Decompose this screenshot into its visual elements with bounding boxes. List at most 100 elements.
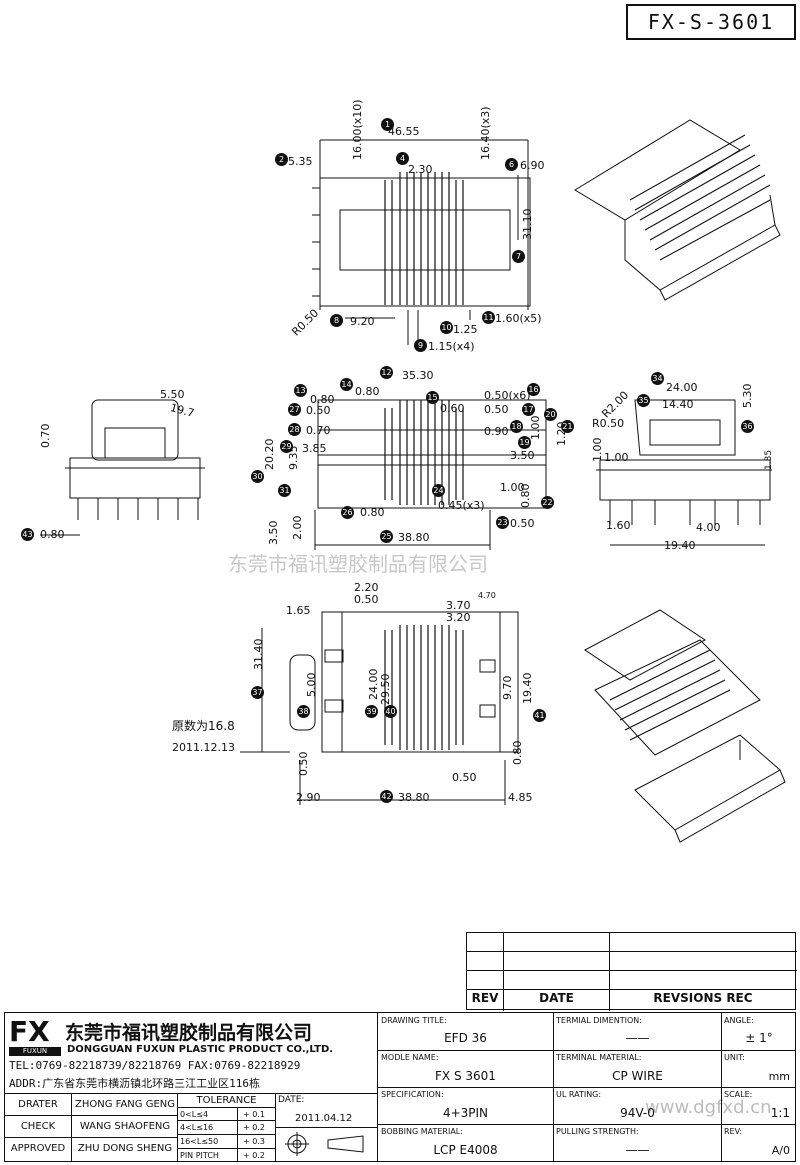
callout-43: 43 bbox=[21, 528, 34, 541]
callout-29: 29 bbox=[280, 440, 293, 453]
terminal-material-label: TERMINAL MATERIAL: bbox=[556, 1053, 642, 1062]
scale-label: SCALE: bbox=[724, 1090, 753, 1099]
rev-value: A/0 bbox=[771, 1144, 790, 1157]
dim-top-height: 31.10 bbox=[521, 208, 534, 241]
callout-8: 8 bbox=[330, 314, 343, 327]
callout-37: 37 bbox=[251, 686, 264, 699]
dim-mid-3-85: 3.85 bbox=[302, 442, 327, 455]
unit-value: mm bbox=[768, 1070, 790, 1083]
rev-label: REV: bbox=[724, 1127, 743, 1136]
role-drater: DRATER bbox=[18, 1099, 58, 1110]
dim-bot-19-40: 19.40 bbox=[521, 672, 534, 705]
specification-value: 4+3PIN bbox=[442, 1106, 489, 1120]
dim-right-19-40: 19.40 bbox=[664, 539, 696, 552]
dim-bot-38-80: 38.80 bbox=[398, 791, 430, 804]
specification-label: SPECIFICATION: bbox=[381, 1090, 444, 1099]
dim-mid-0-50c: 0.50 bbox=[510, 517, 535, 530]
scale-value: 1:1 bbox=[770, 1106, 790, 1120]
dim-bot-2-20: 2.20 bbox=[354, 581, 379, 594]
dim-mid-2-00: 2.00 bbox=[291, 515, 304, 541]
date-header: DATE bbox=[539, 991, 574, 1005]
company-name-en: DONGGUAN FUXUN PLASTIC PRODUCT CO.,LTD. bbox=[67, 1044, 334, 1055]
dim-top-left: 5.35 bbox=[288, 155, 313, 168]
dim-fin-gap: 2.30 bbox=[408, 163, 433, 176]
watermark-text: 东莞市福讯塑胶制品有限公司 bbox=[228, 552, 488, 576]
drawing-number: FX-S-3601 bbox=[626, 4, 796, 40]
model-name-label: MODLE NAME: bbox=[381, 1053, 439, 1062]
company-logo: FX bbox=[9, 1015, 50, 1048]
tol-range-4: PIN PITCH bbox=[180, 1151, 219, 1160]
dim-bot-0-50b: 0.50 bbox=[452, 771, 477, 784]
angle-label: ANGLE: bbox=[724, 1016, 754, 1025]
callout-1: 1 bbox=[381, 118, 394, 131]
callout-17: 17 bbox=[522, 403, 535, 416]
callout-38: 38 bbox=[297, 705, 310, 718]
callout-30: 30 bbox=[251, 470, 264, 483]
dim-bot-9-70: 9.70 bbox=[501, 675, 514, 701]
callout-39: 39 bbox=[365, 705, 378, 718]
ul-rating-label: UL RATING: bbox=[556, 1090, 602, 1099]
dim-mid-0-80b: 0.80 bbox=[310, 393, 335, 406]
dim-mid-3-50: 3.50 bbox=[510, 449, 535, 462]
callout-28: 28 bbox=[288, 423, 301, 436]
role-approved: APPROVED bbox=[10, 1143, 66, 1154]
dim-bot-4-85: 4.85 bbox=[508, 791, 533, 804]
bobbing-material-value: LCP E4008 bbox=[433, 1143, 498, 1157]
dim-mid-0-70: 0.70 bbox=[306, 424, 331, 437]
dim-mid-0-50: 0.50 bbox=[306, 404, 331, 417]
callout-11: 11 bbox=[482, 311, 495, 324]
tolerance-title: TOLERANCE bbox=[196, 1095, 257, 1106]
pulling-strength-value: —— bbox=[625, 1143, 650, 1157]
tol-range-1: 0<L≤4 bbox=[180, 1110, 209, 1119]
dim-mid-0-80a: 0.80 bbox=[355, 385, 380, 398]
callout-13: 13 bbox=[294, 384, 307, 397]
dim-right-4-00: 4.00 bbox=[696, 521, 721, 534]
dim-mid-0-50b: 0.50 bbox=[484, 403, 509, 416]
title-block: FX FUXUN 东莞市福讯塑胶制品有限公司 DONGGUAN FUXUN PL… bbox=[4, 1012, 796, 1162]
callout-27: 27 bbox=[288, 403, 301, 416]
dim-bot-0-50: 0.50 bbox=[354, 593, 379, 606]
callout-20: 20 bbox=[544, 408, 557, 421]
dim-top-right: 6.90 bbox=[520, 159, 545, 172]
dim-bot-24-00: 24.00 bbox=[367, 668, 380, 701]
callout-16: 16 bbox=[527, 383, 540, 396]
company-logo-sub: FUXUN bbox=[9, 1047, 61, 1056]
dim-mid-fin-pitch: 0.50(x6) bbox=[484, 389, 531, 402]
tol-val-2: + 0.2 bbox=[243, 1123, 265, 1132]
callout-14: 14 bbox=[340, 378, 353, 391]
angle-value: ± 1° bbox=[745, 1031, 773, 1045]
callout-31: 31 bbox=[278, 484, 291, 497]
callout-34: 34 bbox=[651, 372, 664, 385]
dim-right-5-30: 5.30 bbox=[741, 383, 754, 409]
dim-right-1-00a: 1.00 bbox=[604, 451, 629, 464]
dim-bot-4-70: 4.70 bbox=[478, 591, 496, 600]
callout-35: 35 bbox=[637, 394, 650, 407]
dim-right-1-35: 1.35 bbox=[764, 449, 774, 470]
dim-top-overall: 46.55 bbox=[388, 125, 420, 138]
dim-bot-31-40: 31.40 bbox=[252, 638, 265, 671]
dim-mid-0-90: 0.90 bbox=[484, 425, 509, 438]
company-tel: TEL:0769-82218739/82218769 FAX:0769-8221… bbox=[9, 1059, 301, 1072]
callout-6: 6 bbox=[505, 158, 518, 171]
callout-42: 42 bbox=[380, 790, 393, 803]
drawing-title-value: EFD 36 bbox=[444, 1031, 487, 1045]
callout-23: 23 bbox=[496, 516, 509, 529]
dim-mid-height: 20.20 bbox=[263, 438, 276, 471]
dim-bot-3-70: 3.70 bbox=[446, 599, 471, 612]
pulling-strength-label: PULLING STRENGTH: bbox=[556, 1127, 639, 1136]
projection-symbol-icon bbox=[285, 1132, 364, 1156]
dim-right-1-60: 1.60 bbox=[606, 519, 631, 532]
dim-mid-1-00: 1.00 bbox=[529, 415, 542, 441]
role-check: CHECK bbox=[20, 1121, 56, 1132]
dim-bot-0-50c: 0.50 bbox=[297, 751, 310, 777]
dim-bot-1-65: 1.65 bbox=[286, 604, 311, 617]
dim-left-0-70: 0.70 bbox=[39, 423, 52, 449]
dim-top-1-25: 1.25 bbox=[453, 323, 478, 336]
dim-right-r0-5: R0.50 bbox=[592, 417, 625, 430]
company-addr: ADDR:广东省东莞市横沥镇北环路三江工业区116栋 bbox=[9, 1077, 260, 1090]
dim-top-1-15: 1.15(x4) bbox=[428, 340, 475, 353]
tol-range-2: 4<L≤16 bbox=[180, 1123, 214, 1132]
revision-table: REV DATE REVSIONS REC bbox=[466, 932, 797, 1011]
date-value: 2011.04.12 bbox=[295, 1113, 353, 1124]
